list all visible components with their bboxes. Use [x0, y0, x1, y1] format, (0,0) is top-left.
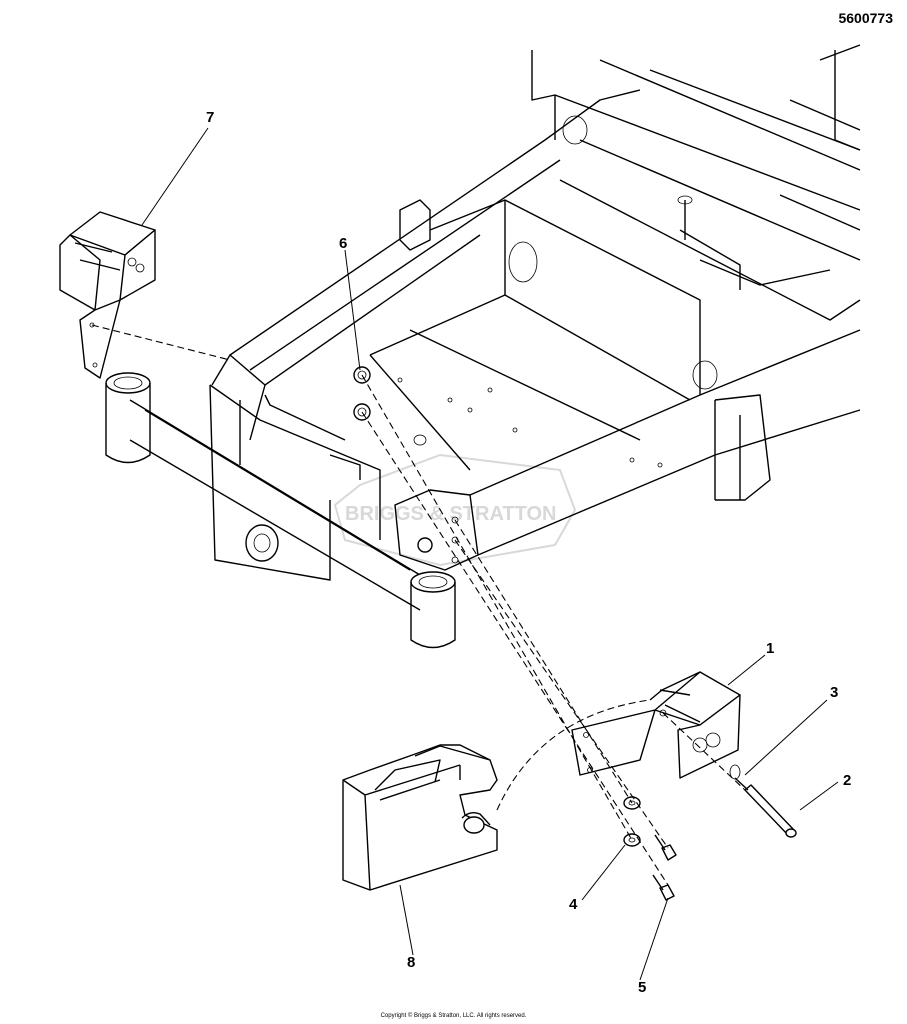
document-number: 5600773 [838, 10, 893, 26]
part-1-bracket [571, 671, 741, 779]
callout-3: 3 [830, 684, 839, 701]
callout-8: 8 [407, 954, 416, 971]
assembly-lines [91, 324, 746, 886]
part-5-bolts [652, 834, 677, 901]
callout-6: 6 [339, 235, 348, 252]
callout-2: 2 [843, 772, 852, 789]
copyright-notice: Copyright © Briggs & Stratton, LLC. All … [380, 1013, 527, 1019]
leader-lines [141, 127, 839, 981]
center-mount-plate [394, 489, 479, 571]
part-8-weight [342, 744, 498, 891]
brand-watermark: BRIGGS & STRATTON [333, 453, 577, 567]
watermark-text: BRIGGS & STRATTON [345, 503, 556, 525]
part-7-bracket [59, 211, 156, 379]
callout-5: 5 [638, 979, 647, 996]
mower-frame [211, 44, 861, 556]
front-axle [105, 372, 456, 649]
callout-4: 4 [569, 896, 578, 913]
part-2-pin [744, 784, 797, 838]
part-3-clip [729, 764, 749, 791]
callout-7: 7 [206, 109, 215, 126]
callout-1: 1 [766, 640, 775, 657]
